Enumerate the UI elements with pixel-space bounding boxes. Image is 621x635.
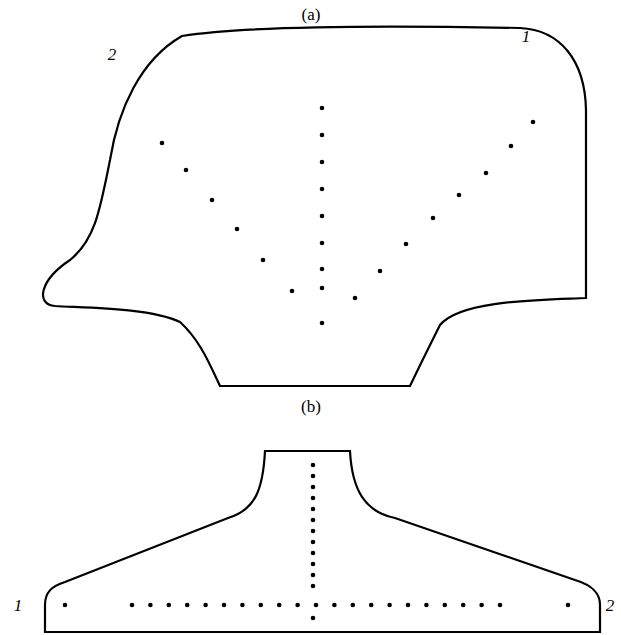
measurement-dot bbox=[498, 603, 503, 608]
measurement-dot bbox=[311, 463, 316, 468]
measurement-dot bbox=[353, 296, 358, 301]
measurement-dot bbox=[203, 603, 208, 608]
measurement-dot bbox=[311, 507, 316, 512]
measurement-dot bbox=[311, 573, 316, 578]
measurement-dot bbox=[311, 584, 316, 589]
measurement-dot bbox=[320, 133, 325, 138]
measurement-dot bbox=[457, 193, 462, 198]
callout-number: 1 bbox=[522, 28, 531, 45]
measurement-dot bbox=[130, 603, 135, 608]
measurement-dot bbox=[479, 603, 484, 608]
measurement-dot bbox=[311, 540, 316, 545]
measurement-dot bbox=[314, 603, 319, 608]
measurement-dot bbox=[443, 603, 448, 608]
measurement-dot bbox=[167, 603, 172, 608]
measurement-dot bbox=[222, 603, 227, 608]
measurement-dot bbox=[431, 216, 436, 221]
measurement-dot bbox=[290, 289, 295, 294]
measurement-dot bbox=[311, 562, 316, 567]
measurement-dot bbox=[210, 198, 215, 203]
measurement-dot bbox=[235, 227, 240, 232]
measurement-dot bbox=[311, 616, 316, 621]
measurement-points-a bbox=[160, 106, 536, 326]
panel-label: (a) bbox=[302, 6, 321, 23]
measurement-dot bbox=[424, 603, 429, 608]
measurement-dot bbox=[311, 551, 316, 556]
measurement-dot bbox=[295, 603, 300, 608]
measurement-dot bbox=[378, 269, 383, 274]
measurement-dot bbox=[277, 603, 282, 608]
callout-number: 2 bbox=[606, 597, 615, 614]
measurement-dot bbox=[259, 603, 264, 608]
measurement-dot bbox=[509, 144, 514, 149]
measurement-dot bbox=[311, 485, 316, 490]
measurement-dot bbox=[320, 241, 325, 246]
measurement-dot bbox=[531, 120, 536, 125]
measurement-dot bbox=[320, 286, 325, 291]
measurement-dot bbox=[311, 529, 316, 534]
measurement-dot bbox=[63, 603, 68, 608]
measurement-dot bbox=[185, 603, 190, 608]
measurement-dot bbox=[332, 603, 337, 608]
rail-head-outline bbox=[43, 26, 586, 386]
measurement-dot bbox=[240, 603, 245, 608]
measurement-dot bbox=[461, 603, 466, 608]
panel-label: (b) bbox=[301, 398, 321, 415]
measurement-dot bbox=[484, 171, 489, 176]
measurement-dot bbox=[320, 187, 325, 192]
measurement-dot bbox=[261, 258, 266, 263]
measurement-dot bbox=[320, 321, 325, 326]
measurement-dot bbox=[320, 160, 325, 165]
measurement-dot bbox=[566, 603, 571, 608]
measurement-dot bbox=[320, 214, 325, 219]
measurement-dot bbox=[404, 242, 409, 247]
measurement-dot bbox=[320, 106, 325, 111]
measurement-dot bbox=[184, 168, 189, 173]
measurement-points-b bbox=[63, 463, 571, 621]
measurement-dot bbox=[320, 267, 325, 272]
measurement-dot bbox=[387, 603, 392, 608]
measurement-dot bbox=[148, 603, 153, 608]
measurement-dot bbox=[351, 603, 356, 608]
measurement-dot bbox=[311, 496, 316, 501]
measurement-dot bbox=[311, 518, 316, 523]
measurement-dot bbox=[311, 474, 316, 479]
measurement-dot bbox=[160, 141, 165, 146]
measurement-dot bbox=[406, 603, 411, 608]
callout-number: 2 bbox=[108, 46, 117, 63]
callout-number: 1 bbox=[14, 597, 23, 614]
measurement-dot bbox=[369, 603, 374, 608]
rail-foot-outline bbox=[45, 451, 600, 632]
